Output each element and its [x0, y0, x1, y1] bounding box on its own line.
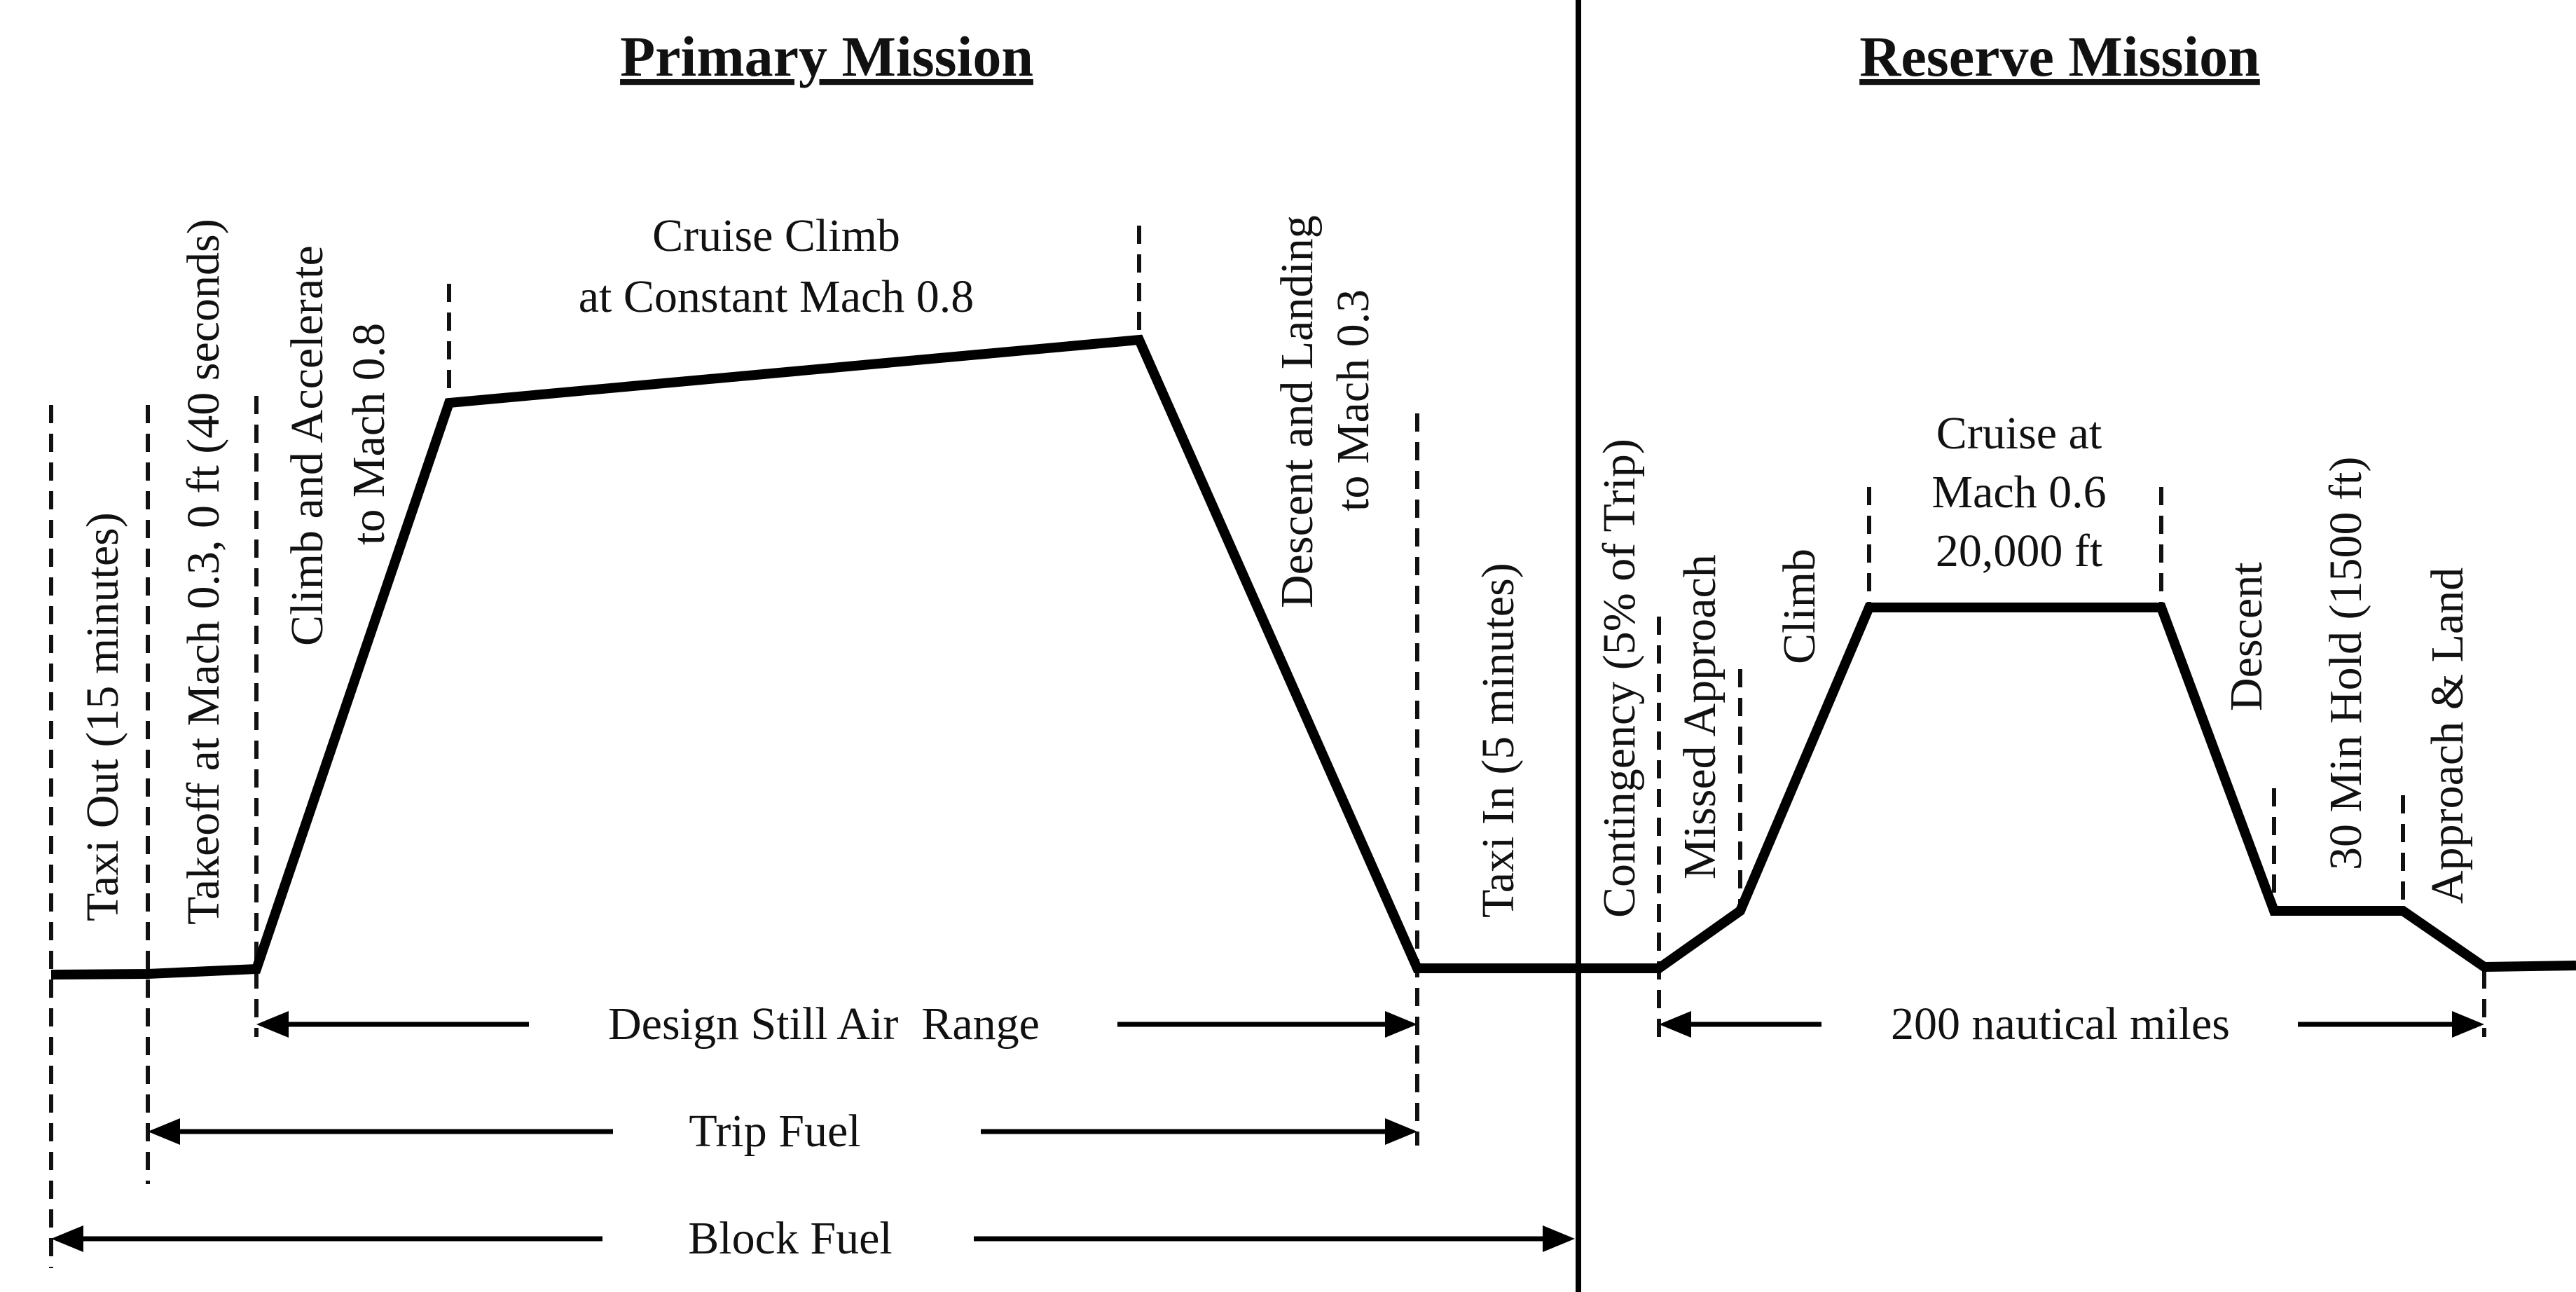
design-range-arrowhead-right: [1385, 1011, 1417, 1038]
reserve-range-arrowhead-left: [1659, 1011, 1691, 1038]
block-fuel-arrowhead-left: [51, 1225, 83, 1252]
reserve-range-arrowhead-right: [2452, 1011, 2484, 1038]
block-fuel-arrowhead-right: [1543, 1225, 1575, 1252]
trip-fuel-label: Trip Fuel: [689, 1106, 860, 1157]
reserve-climb-label: Climb: [1774, 549, 1825, 664]
reserve-range-dimension: 200 nautical miles: [1659, 998, 2484, 1050]
primary-mission-heading: Primary Mission: [620, 25, 1033, 88]
descent-label-line2: to Mach 0.3: [1328, 289, 1379, 511]
taxi-in-label: Taxi In (5 minutes): [1473, 563, 1524, 918]
design-range-label: Design Still Air Range: [608, 998, 1040, 1050]
segment-boundaries: [49, 226, 2486, 1268]
taxi-out-label: Taxi Out (15 minutes): [77, 512, 128, 921]
trip-fuel-arrowhead-right: [1385, 1118, 1417, 1145]
contingency-label: Contingency (5% of Trip): [1594, 439, 1645, 918]
block-fuel-dimension: Block Fuel: [51, 1213, 1575, 1264]
reserve-cruise-label-line3: 20,000 ft: [1936, 525, 2102, 577]
missed-approach-label: Missed Approach: [1674, 554, 1726, 879]
hold-label: 30 Min Hold (1500 ft): [2320, 457, 2371, 870]
climb-label-line2: to Mach 0.8: [343, 323, 394, 545]
flight-profile-line: [50, 334, 2576, 980]
cruise-label-line1: Cruise Climb: [652, 210, 900, 261]
climb-label-line1: Climb and Accelerate: [282, 245, 333, 646]
approach-land-label: Approach & Land: [2422, 568, 2473, 904]
takeoff-label: Takeoff at Mach 0.3, 0 ft (40 seconds): [178, 219, 229, 925]
reserve-cruise-label-line2: Mach 0.6: [1931, 467, 2106, 518]
trip-fuel-arrowhead-left: [148, 1118, 180, 1145]
reserve-mission-heading: Reserve Mission: [1859, 25, 2260, 88]
trip-fuel-dimension: Trip Fuel: [148, 1106, 1417, 1157]
design-range-dimension: Design Still Air Range: [256, 998, 1417, 1050]
reserve-cruise-label-line1: Cruise at: [1936, 408, 2102, 459]
descent-label-line1: Descent and Landing: [1272, 215, 1323, 608]
cruise-label-line2: at Constant Mach 0.8: [579, 271, 974, 322]
reserve-range-label: 200 nautical miles: [1891, 998, 2230, 1050]
design-range-arrowhead-left: [256, 1011, 289, 1038]
reserve-descent-label: Descent: [2221, 562, 2272, 711]
block-fuel-label: Block Fuel: [688, 1213, 893, 1264]
